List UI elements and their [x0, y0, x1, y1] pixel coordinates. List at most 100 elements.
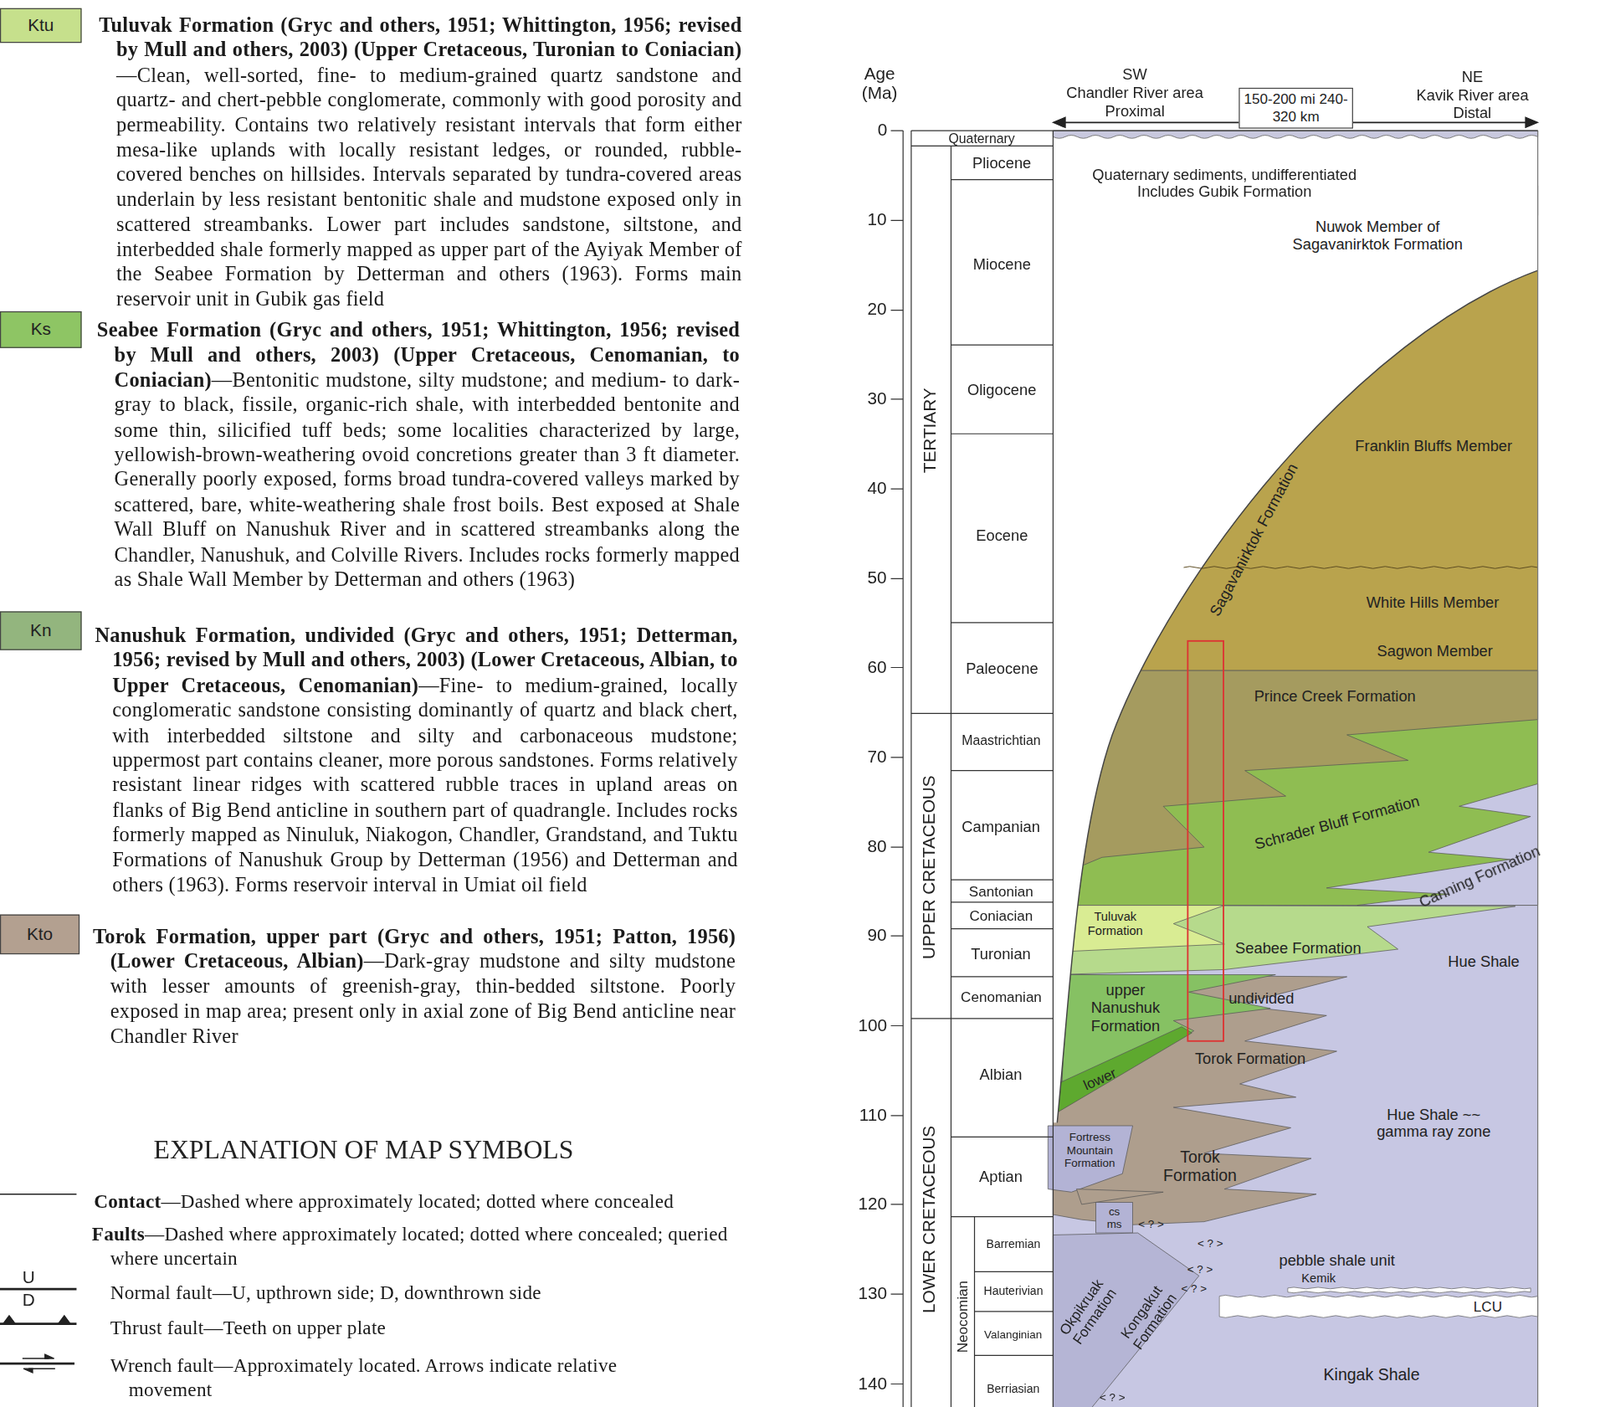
time-unit-label: Santonian — [969, 882, 1034, 900]
formation-label: Fortress Mountain Formation — [1054, 1130, 1126, 1170]
formation-label: White Hills Member — [1366, 592, 1500, 611]
unit-symbol-box: Ktu — [0, 8, 83, 43]
symbol-description-paragraph: Faults—Dashed where approximately locate… — [92, 1221, 745, 1272]
time-unit-label: Turonian — [970, 944, 1031, 963]
time-scale-grid — [950, 145, 952, 1407]
formation-label: pebble shale unit — [1279, 1250, 1395, 1268]
formation-label: Torok Formation — [1194, 1048, 1306, 1067]
formation-label: Sagwon Member — [1377, 641, 1493, 659]
axis-tick-label: 120 — [858, 1194, 888, 1215]
time-unit-label: Neocomian — [953, 1280, 971, 1353]
axis-tick-label: 70 — [866, 746, 887, 767]
unit-description: —Clean, well-sorted, fine- to medium-gra… — [116, 62, 742, 310]
axis-tick-label: 110 — [859, 1104, 888, 1125]
time-unit-label: Campanian — [961, 816, 1041, 835]
axis-tick-label: 90 — [866, 925, 887, 946]
time-unit-label: LOWER CRETACEOUS — [919, 1125, 940, 1313]
wavy-boundary — [1219, 1294, 1538, 1318]
axis-tick-label: 140 — [858, 1373, 888, 1394]
symbol-description-paragraph: Normal fault—U, upthrown side; D, downth… — [110, 1280, 703, 1306]
column-header: Proximal — [1105, 101, 1165, 119]
unconformity-curve — [1056, 270, 1538, 1123]
time-scale-grid — [891, 130, 1539, 1407]
time-scale-grid — [1537, 130, 1539, 1407]
time-unit-label: TERTIARY — [919, 387, 940, 473]
unit-symbol-box: Ks — [0, 311, 83, 349]
column-header: Chandler River area — [1066, 82, 1204, 101]
axis-tick-label: 30 — [866, 389, 887, 410]
formation-fill — [1047, 1125, 1133, 1192]
formation-fill — [1071, 905, 1225, 952]
section-outline — [1187, 641, 1224, 1042]
formation-fill — [1056, 1026, 1192, 1113]
time-unit-label: Oligocene — [967, 379, 1036, 398]
axis-tick-label: 60 — [866, 657, 887, 678]
formation-label: LCU — [1473, 1297, 1503, 1315]
column-header: Kavik River area — [1416, 85, 1529, 103]
axis-tick-label: 80 — [866, 835, 887, 857]
node-text: 150-200 mi 240-320 km — [1243, 91, 1348, 126]
column-header: SW — [1122, 64, 1147, 83]
node-text: Ks — [30, 319, 52, 340]
formation-label: < ? > — [1138, 1216, 1165, 1230]
axis-tick-label: 20 — [866, 299, 887, 320]
time-unit-label: Cenomanian — [960, 989, 1042, 1006]
time-scale-grid — [902, 130, 904, 1407]
section-heading: EXPLANATION OF MAP SYMBOLS — [153, 1134, 575, 1165]
section-outline — [1187, 641, 1224, 1042]
column-header: NE — [1461, 66, 1483, 85]
formation-label: Hue Shale ~~ gamma ray zone — [1369, 1104, 1498, 1140]
axis-tick-label: 130 — [858, 1283, 888, 1304]
map-symbol — [0, 1287, 77, 1291]
formation-label: cs ms — [1102, 1205, 1126, 1231]
axis-tick-label: 100 — [858, 1015, 888, 1036]
time-unit-label: Pliocene — [972, 153, 1031, 172]
formation-label: < ? > — [1197, 1235, 1224, 1249]
map-symbol — [0, 1193, 77, 1195]
formation-fill — [1052, 974, 1347, 1226]
formation-label: Hue Shale — [1447, 951, 1519, 970]
wavy-boundary — [1052, 130, 1538, 139]
time-unit-label: Quaternary — [948, 131, 1015, 147]
symbol-description: Thrust fault—Teeth on upper plate — [110, 1316, 386, 1339]
symbol-description: Contact — [93, 1189, 161, 1212]
time-unit-label: UPPER CRETACEOUS — [919, 774, 940, 959]
direction-arrow — [1052, 117, 1066, 128]
time-scale-grid — [1052, 130, 1054, 1407]
formation-label: Franklin Bluffs Member — [1354, 435, 1513, 454]
time-scale-grid — [911, 145, 1053, 147]
unit-description-paragraph: Nanushuk Formation, undivided (Gryc and … — [94, 622, 738, 897]
time-unit-label: Eocene — [975, 526, 1028, 544]
formation-label: Seabee Formation — [1235, 938, 1361, 956]
unit-description: —Fine- to medium-grained, locally conglo… — [112, 673, 738, 896]
unit-description-paragraph: Tuluvak Formation (Gryc and others, 1951… — [98, 12, 742, 312]
time-scale-grid — [910, 130, 912, 1407]
formation-label: Tuluvak Formation — [1083, 910, 1148, 939]
time-unit-label: Maastrichtian — [961, 733, 1041, 749]
time-scale-grid — [891, 130, 904, 1384]
axis-tick-label: 0 — [877, 120, 888, 141]
map-symbol — [3, 1315, 16, 1324]
time-unit-label: Albian — [979, 1064, 1023, 1083]
axis-tick-label: 10 — [866, 210, 887, 231]
unit-symbol-box: Kto — [0, 914, 80, 955]
direction-arrow — [1525, 117, 1539, 128]
time-unit-label: Valanginian — [984, 1327, 1042, 1340]
time-unit-label: Hauterivian — [984, 1284, 1044, 1298]
symbol-description: Normal fault—U, upthrown side; D, downth… — [110, 1282, 542, 1304]
time-unit-label: Paleocene — [965, 658, 1038, 677]
formation-label: < ? > — [1099, 1389, 1126, 1403]
unit-heading: Tuluvak Formation (Gryc and others, 1951… — [98, 13, 742, 62]
map-symbol — [0, 1194, 77, 1373]
axis-tick-label: 50 — [866, 568, 887, 589]
map-symbol — [45, 1353, 55, 1359]
map-symbol — [0, 1362, 75, 1365]
node-text: Kto — [26, 923, 53, 944]
unit-description-paragraph: Seabee Formation (Gryc and others, 1951;… — [97, 317, 740, 591]
time-scale-grid — [950, 179, 1053, 1356]
wavy-boundary — [1287, 1287, 1531, 1293]
symbol-description-paragraph: Contact—Dashed where approximately locat… — [93, 1189, 768, 1215]
formation-label: < ? > — [1187, 1261, 1214, 1275]
node-text: Ktu — [27, 15, 54, 36]
